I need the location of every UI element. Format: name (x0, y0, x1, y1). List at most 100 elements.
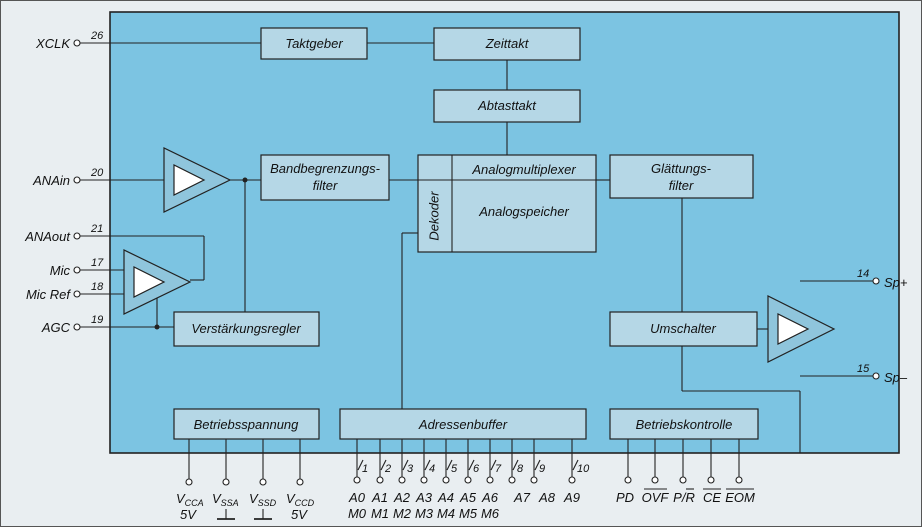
taktgeber-block (260, 27, 368, 60)
analogmultiplexer-label: Analogmultiplexer (471, 162, 576, 177)
bandbegrenzungsfilter-label-1: Bandbegrenzungs- (270, 161, 381, 176)
pin-vccd-label: VCCD (286, 491, 315, 508)
pin-spminus-label: Sp– (884, 370, 908, 385)
address-pin-a-label: A0 (348, 490, 366, 505)
pin-xclk-label: XCLK (35, 36, 71, 51)
address-pin-a-label: A6 (481, 490, 499, 505)
address-pin-number: 1 (362, 463, 368, 475)
umschalter-block (609, 311, 758, 347)
address-pin-a-label: A1 (371, 490, 388, 505)
verstaerkungsregler-block (173, 311, 320, 347)
abtasttakt-block (433, 89, 581, 123)
address-pin-number: 2 (384, 463, 391, 475)
pin-mic-number: 17 (91, 257, 104, 269)
pin-terminal (679, 476, 687, 484)
pin-pd-label: PD (616, 490, 634, 505)
address-pin-m-label: M5 (459, 506, 478, 521)
dekoder-label: Dekoder (426, 191, 441, 241)
pin-terminal (185, 478, 193, 486)
analogspeicher-label: Analogspeicher (478, 204, 569, 219)
address-pin-m-label: M2 (393, 506, 412, 521)
betriebsspannung-label: Betriebsspannung (194, 417, 300, 432)
address-pin-a-label: A4 (437, 490, 454, 505)
pin-micref-label: Mic Ref (26, 287, 71, 302)
pin-terminal (73, 323, 81, 331)
output-amplifier (767, 295, 836, 363)
betriebskontrolle-label: Betriebskontrolle (636, 417, 733, 432)
pin-terminal (73, 176, 81, 184)
pin-terminal (735, 476, 743, 484)
address-pin-number: 6 (473, 463, 480, 475)
address-pin-a-label: A7 (513, 490, 531, 505)
ground-symbol (217, 509, 235, 520)
ground-symbol (254, 509, 272, 520)
address-pin-number: 10 (577, 463, 590, 475)
taktgeber-label: Taktgeber (285, 36, 343, 51)
junction-dot (154, 324, 160, 330)
betriebskontrolle-block (609, 408, 759, 440)
address-pin-a-label: A5 (459, 490, 477, 505)
pin-vssa-label: VSSA (212, 491, 239, 508)
pin-pr-label: P/R (673, 490, 695, 505)
pin-terminal (353, 476, 361, 484)
address-pins: 1 2 3 4 5 6 7 8 9 10 A0 A1 A2 A3 A4 A5 A… (348, 463, 590, 521)
pin-terminal (420, 476, 428, 484)
pin-terminal (872, 277, 880, 285)
pin-anaout-label: ANAout (24, 229, 71, 244)
glaettungsfilter-block (609, 154, 754, 199)
address-pin-a-label: A9 (563, 490, 580, 505)
pin-terminal (486, 476, 494, 484)
pin-micref-number: 18 (91, 281, 104, 293)
adressenbuffer-label: Adressenbuffer (418, 417, 508, 432)
pin-terminal (376, 476, 384, 484)
pin-terminal (530, 476, 538, 484)
pin-agc-label: AGC (41, 320, 71, 335)
pin-ovf-label: OVF (642, 490, 670, 505)
pin-vssd-label: VSSD (249, 491, 277, 508)
verstaerkungsregler-label: Verstärkungsregler (191, 321, 301, 336)
pin-eom-label: EOM (725, 490, 755, 505)
pin-terminal (73, 266, 81, 274)
address-pin-number: 8 (517, 463, 524, 475)
pin-terminal (73, 232, 81, 240)
address-pin-number: 4 (429, 463, 435, 475)
pin-terminal (508, 476, 516, 484)
pin-spplus-number: 14 (857, 268, 869, 280)
umschalter-label: Umschalter (650, 321, 716, 336)
pin-ticks (357, 459, 579, 471)
pin-spplus-label: Sp+ (884, 275, 908, 290)
pin-agc-number: 19 (91, 314, 103, 326)
pin-vccd-value: 5V (291, 507, 308, 522)
address-pin-number: 9 (539, 463, 545, 475)
address-pin-m-label: M1 (371, 506, 389, 521)
address-pin-m-label: M6 (481, 506, 500, 521)
address-pin-a-label: A2 (393, 490, 411, 505)
input-amplifier (163, 147, 232, 213)
pin-terminal (707, 476, 715, 484)
mic-amplifier (123, 249, 192, 315)
pin-terminal (568, 476, 576, 484)
pin-anain-label: ANAin (32, 173, 70, 188)
pin-terminal (398, 476, 406, 484)
pin-spminus-number: 15 (857, 363, 870, 375)
pin-terminal (73, 39, 81, 47)
bandbegrenzungsfilter-label-2: filter (313, 178, 338, 193)
adressenbuffer-block (339, 408, 587, 440)
zeittakt-label: Zeittakt (485, 36, 530, 51)
address-pin-m-label: M0 (348, 506, 367, 521)
pin-terminal (73, 290, 81, 298)
zeittakt-block (433, 27, 581, 61)
pin-mic-label: Mic (50, 263, 71, 278)
pin-terminal (259, 478, 267, 486)
pin-xclk-number: 26 (90, 30, 104, 42)
right-pins: Sp+ 14 Sp– 15 (857, 268, 908, 385)
address-pin-number: 3 (407, 463, 414, 475)
address-pin-m-label: M4 (437, 506, 455, 521)
pin-terminal (296, 478, 304, 486)
betriebsspannung-block (173, 408, 320, 440)
glaettungsfilter-label-1: Glättungs- (651, 161, 712, 176)
pin-anaout-number: 21 (90, 223, 103, 235)
glaettungsfilter-label-2: filter (669, 178, 694, 193)
junction-dot (242, 177, 248, 183)
supply-pins: VCCA 5V VSSA VSSD VCCD 5V (176, 478, 315, 522)
